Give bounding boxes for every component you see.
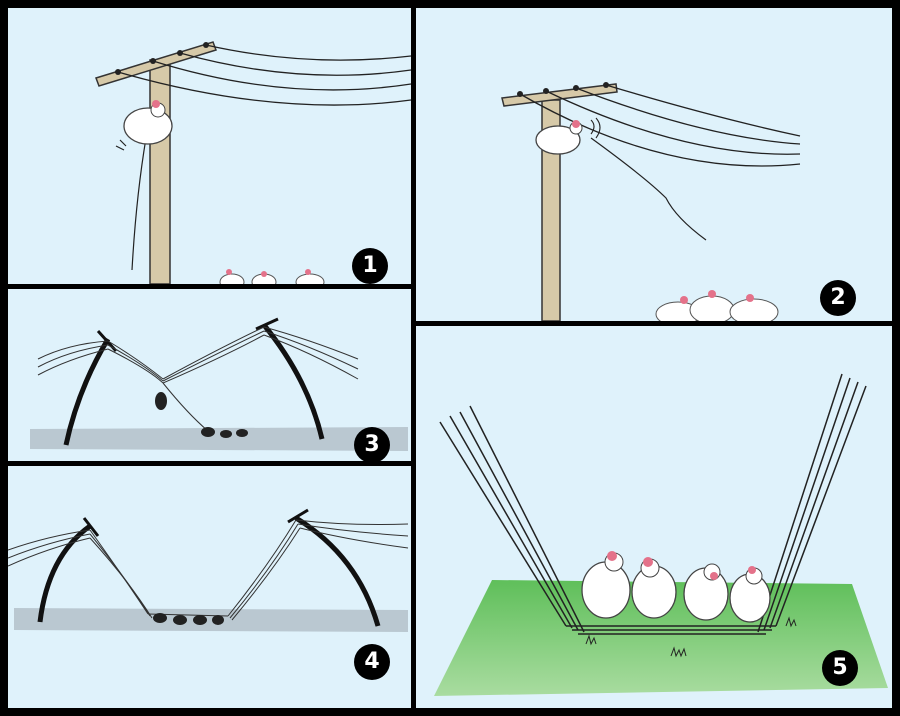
panel-1-drawing: [95, 41, 411, 284]
chickens-pulling: [155, 392, 248, 438]
power-lines: [519, 84, 801, 167]
panel-4-drawing: [8, 508, 409, 632]
panel-3-drawing: [30, 317, 408, 451]
panel-number-4: 4: [354, 644, 390, 680]
panel-number-5: 5: [822, 650, 858, 686]
panel-5: 5: [416, 326, 892, 708]
panel-2-drawing: [501, 82, 801, 321]
chicken-climbing: [115, 100, 173, 151]
panel-5-drawing: [434, 373, 888, 696]
chickens-watching: [219, 269, 325, 284]
bent-pole-left: [63, 337, 111, 446]
chickens-resting: [581, 551, 771, 623]
panel-number-3: 3: [354, 427, 390, 461]
panel-1: 1: [8, 8, 411, 284]
utility-pole: [149, 59, 171, 284]
panel-number-1: 1: [352, 248, 388, 284]
panel-3: 3: [8, 289, 411, 461]
pole-crossarm: [95, 41, 217, 87]
ground-shadow: [30, 427, 408, 451]
power-lines: [8, 519, 409, 621]
power-lines-hammock: [439, 373, 867, 635]
chicken-climbing: [535, 117, 601, 155]
power-lines: [117, 44, 411, 106]
chickens-watching: [655, 290, 779, 321]
grass-field: [434, 580, 888, 696]
bent-pole-right: [262, 323, 325, 440]
bent-pole-right: [294, 515, 381, 627]
bent-pole-left: [37, 523, 92, 623]
grass-tufts: [585, 616, 797, 658]
chickens-holding-wires: [153, 613, 224, 625]
panel-4: 4: [8, 466, 411, 708]
power-lines: [37, 326, 359, 432]
panel-number-2: 2: [820, 280, 856, 316]
ground-shadow: [14, 608, 408, 632]
panel-2: 2: [416, 8, 892, 321]
